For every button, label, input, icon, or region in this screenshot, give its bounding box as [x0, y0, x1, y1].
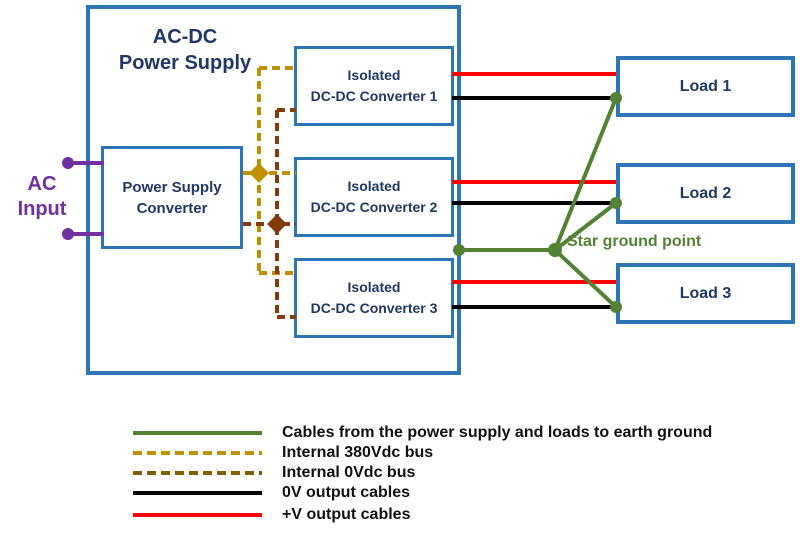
legend-row-0v-output: 0V output cables: [133, 483, 712, 503]
legend-row-380vdc-bus: Internal 380Vdc bus: [133, 443, 712, 463]
load-2-label: Load 2: [679, 184, 732, 202]
converter-3-line-1: Isolated: [347, 279, 401, 295]
load-3-label: Load 3: [679, 284, 732, 302]
legend: Cables from the power supply and loads t…: [133, 423, 712, 527]
ac-input-label: AC Input: [4, 172, 80, 222]
legend-row-ground: Cables from the power supply and loads t…: [133, 423, 712, 443]
star-ground-node: [548, 243, 562, 257]
power-supply-converter-box: Power Supply Converter: [101, 146, 243, 249]
ac-input-line-1: AC: [27, 173, 57, 195]
psu-label-line-1: Power Supply: [122, 178, 222, 196]
legend-label-0vdc-bus: Internal 0Vdc bus: [282, 464, 416, 481]
ground-cable-load-1: [553, 97, 618, 251]
ac-terminal-dot-bottom: [62, 228, 74, 240]
converter-1-line-1: Isolated: [347, 67, 401, 83]
title-line-1: AC-DC: [152, 26, 218, 48]
legend-swatch-0v-output-line: [133, 491, 262, 495]
ground-cable-load-3: [553, 248, 618, 309]
psu-label-line-2: Converter: [136, 199, 208, 217]
legend-row-0vdc-bus: Internal 0Vdc bus: [133, 463, 712, 483]
power-supply-title: AC-DC Power Supply: [100, 24, 270, 76]
ac-terminal-dot-top: [62, 157, 74, 169]
converter-1-line-2: DC-DC Converter 1: [310, 88, 438, 104]
ac-input-line-2: Input: [17, 198, 67, 220]
legend-label-0v-output: 0V output cables: [282, 484, 411, 501]
dcdc-converter-2-box: Isolated DC-DC Converter 2: [294, 157, 454, 237]
load-1-label: Load 1: [679, 77, 732, 95]
legend-swatch-ground-green-line: [133, 431, 262, 435]
converter-3-line-2: DC-DC Converter 3: [310, 300, 438, 316]
dcdc-converter-3-box: Isolated DC-DC Converter 3: [294, 258, 454, 338]
title-line-2: Power Supply: [118, 52, 252, 74]
power-supply-enclosure-box: [86, 5, 461, 375]
star-ground-point-label: Star ground point: [567, 233, 702, 250]
legend-swatch-0vdc-dashed-line: [133, 471, 262, 475]
converter-2-line-1: Isolated: [347, 178, 401, 194]
legend-swatch-380vdc-dashed-line: [133, 451, 262, 455]
load-2-box: Load 2: [616, 163, 795, 224]
legend-row-plus-v-output: +V output cables: [133, 503, 712, 527]
load-1-box: Load 1: [616, 56, 795, 117]
load-3-box: Load 3: [616, 263, 795, 324]
legend-swatch-plus-v-output-line: [133, 513, 262, 517]
legend-label-380vdc-bus: Internal 380Vdc bus: [282, 444, 434, 461]
dcdc-converter-1-box: Isolated DC-DC Converter 1: [294, 46, 454, 126]
legend-label-ground: Cables from the power supply and loads t…: [282, 424, 713, 441]
converter-2-line-2: DC-DC Converter 2: [310, 199, 438, 215]
legend-label-plus-v-output: +V output cables: [282, 506, 411, 523]
